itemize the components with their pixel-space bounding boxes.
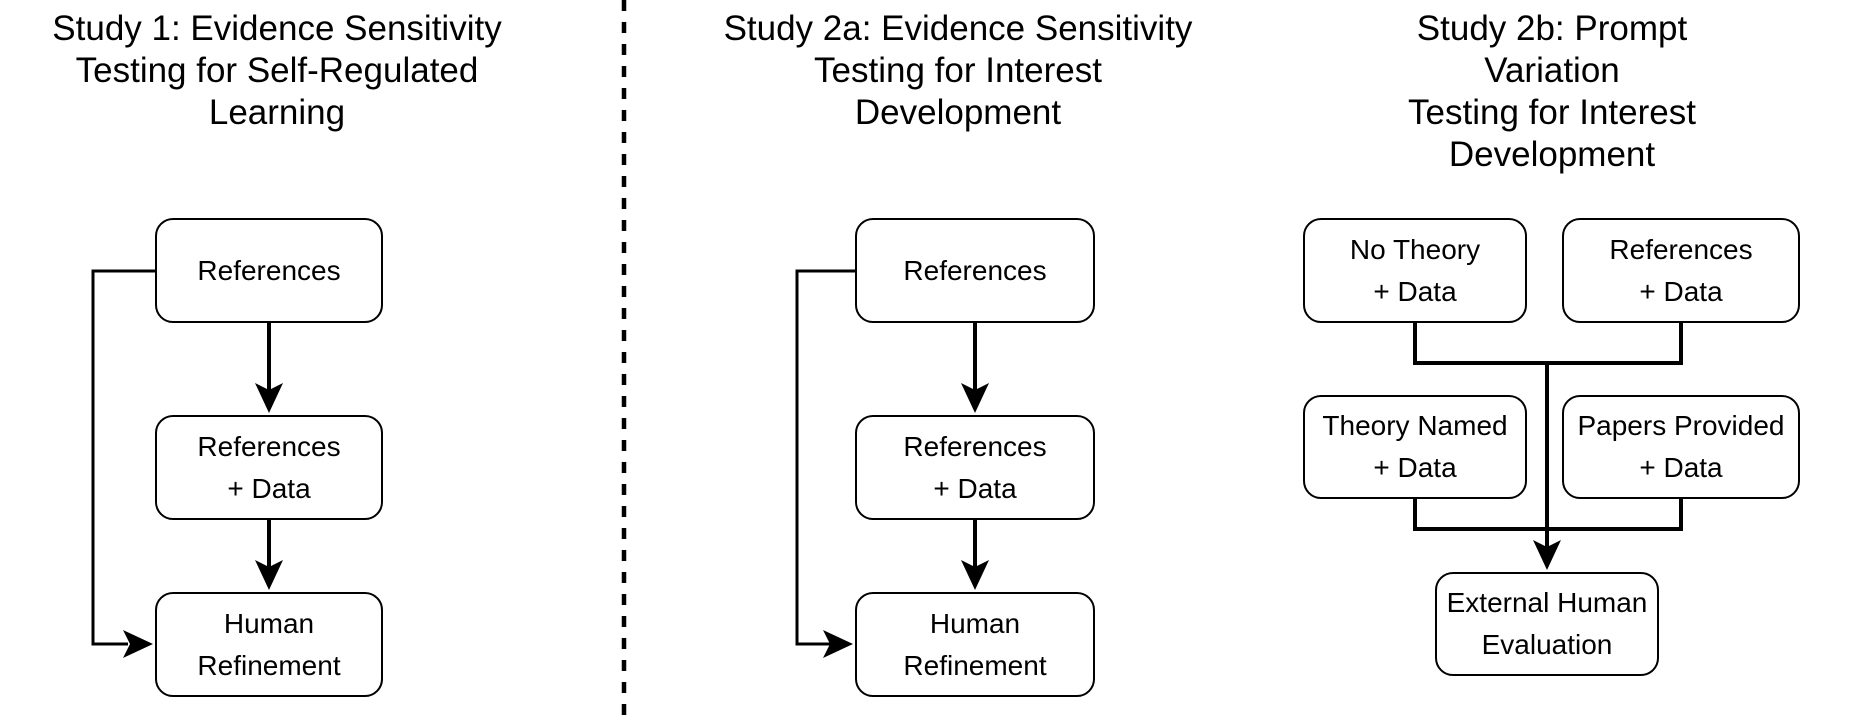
node-label: References — [903, 254, 1047, 286]
study2a-node-references: References — [855, 218, 1095, 323]
study1-arrowhead-refdata — [255, 383, 283, 413]
node-label: References + Data — [1609, 233, 1753, 307]
study2a-bypass-arrowhead — [823, 630, 853, 658]
study2b-arrowhead-evaluation — [1533, 540, 1561, 570]
node-label: References + Data — [903, 430, 1047, 504]
node-label: References — [197, 254, 341, 286]
study1-bypass-references-to-human — [91, 269, 155, 646]
study2b-node-references-data: References + Data — [1562, 218, 1800, 323]
node-label: References + Data — [197, 430, 341, 504]
study2b-node-no-theory-data: No Theory + Data — [1303, 218, 1527, 323]
study1-node-references: References — [155, 218, 383, 323]
study1-node-references-data: References + Data — [155, 415, 383, 520]
study2b-node-external-human-evaluation: External Human Evaluation — [1435, 572, 1659, 676]
study2a-node-human-refinement: Human Refinement — [855, 592, 1095, 697]
node-label: External Human Evaluation — [1446, 587, 1648, 660]
node-label: Human Refinement — [197, 607, 341, 681]
study2a-arrowhead-refdata — [961, 383, 989, 413]
study2a-bypass-references-to-human — [795, 269, 855, 646]
study2a-arrowhead-human — [961, 560, 989, 590]
study1-bypass-arrowhead — [123, 630, 153, 658]
study2a-node-references-data: References + Data — [855, 415, 1095, 520]
study1-arrowhead-human — [255, 560, 283, 590]
node-label: No Theory + Data — [1349, 233, 1481, 307]
study2b-node-papers-provided-data: Papers Provided + Data — [1562, 395, 1800, 499]
study2b-title: Study 2b: Prompt Variation Testing for I… — [1408, 9, 1696, 174]
study1-node-human-refinement: Human Refinement — [155, 592, 383, 697]
node-label: Human Refinement — [903, 607, 1047, 681]
study1-title: Study 1: Evidence Sensitivity Testing fo… — [52, 9, 502, 132]
study2a-title: Study 2a: Evidence Sensitivity Testing f… — [723, 9, 1193, 132]
node-label: Papers Provided + Data — [1577, 410, 1785, 483]
study2b-merge-row1 — [1413, 323, 1683, 365]
node-label: Theory Named + Data — [1322, 410, 1508, 483]
study2b-node-theory-named-data: Theory Named + Data — [1303, 395, 1527, 499]
